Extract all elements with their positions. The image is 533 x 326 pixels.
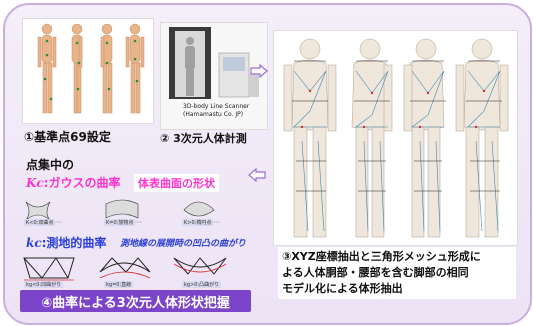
- geodesic-meshes-svg: [23, 257, 227, 281]
- arrow-left-icon: [248, 168, 266, 182]
- straight-line-label: kg=0:直線: [104, 281, 134, 288]
- scanner-label: 3D-body Line Scanner (Hamamastu Co. JP): [183, 103, 249, 119]
- step3-line2: よる人体胴部・腰部を含む脚部の相同: [282, 266, 469, 279]
- landmark-figures-image: [22, 18, 154, 124]
- step3-line3: モデル化による体形抽出: [282, 282, 403, 295]
- body-scanner-image: 3D-body Line Scanner (Hamamastu Co. JP): [160, 22, 268, 130]
- gauss-surfaces-svg: [25, 199, 220, 223]
- arrow-right-icon: [250, 64, 268, 78]
- geodesic-curvature-label: kc:測地的曲率: [26, 234, 106, 251]
- step3-line1: ③XYZ座標抽出と三角形メッシュ形成に: [282, 250, 481, 263]
- concave-bend-label: kg<0:凹曲がり: [24, 281, 64, 288]
- gauss-curvature-label: Kc:ガウスの曲率: [26, 174, 121, 191]
- step2-caption: ② 3次元人体計測: [160, 132, 247, 145]
- gauss-curvature-text: :ガウスの曲率: [43, 176, 121, 190]
- hyperbolic-point-label: K<0:双曲点: [24, 219, 56, 226]
- geodesic-curvature-text: :測地的曲率: [41, 236, 107, 250]
- scanner-label-line2: (Hamamastu Co. JP): [183, 111, 244, 118]
- step1-caption: ①基準点69設定: [24, 130, 111, 144]
- landmark-figures-svg: [37, 23, 145, 114]
- convex-bend-label: kg>0:凸曲がり: [182, 281, 222, 288]
- mesh-bodies-image: [273, 30, 518, 246]
- gauss-curvature-symbol: Kc: [26, 176, 44, 190]
- scanner-svg: [169, 27, 259, 99]
- step4-banner: ④曲率による3次元人体形状把握: [20, 290, 251, 312]
- parabolic-point-label: K=0:放物点: [104, 219, 136, 226]
- geodesic-curvature-symbol: kc: [26, 236, 42, 250]
- elliptic-point-label: K>0:楕円点: [182, 219, 214, 226]
- scanner-label-line1: 3D-body Line Scanner: [183, 103, 250, 110]
- point-concentration-heading: 点集中の: [26, 158, 75, 172]
- step3-description: ③XYZ座標抽出と三角形メッシュ形成に よる人体胴部・腰部を含む脚部の相同 モデ…: [278, 247, 516, 299]
- body-surface-shape-label: 体表曲面の形状: [134, 174, 219, 192]
- geodesic-bend-label: 測地線の展開時の凹凸の曲がり: [120, 239, 247, 249]
- mesh-bodies-svg: [283, 38, 509, 238]
